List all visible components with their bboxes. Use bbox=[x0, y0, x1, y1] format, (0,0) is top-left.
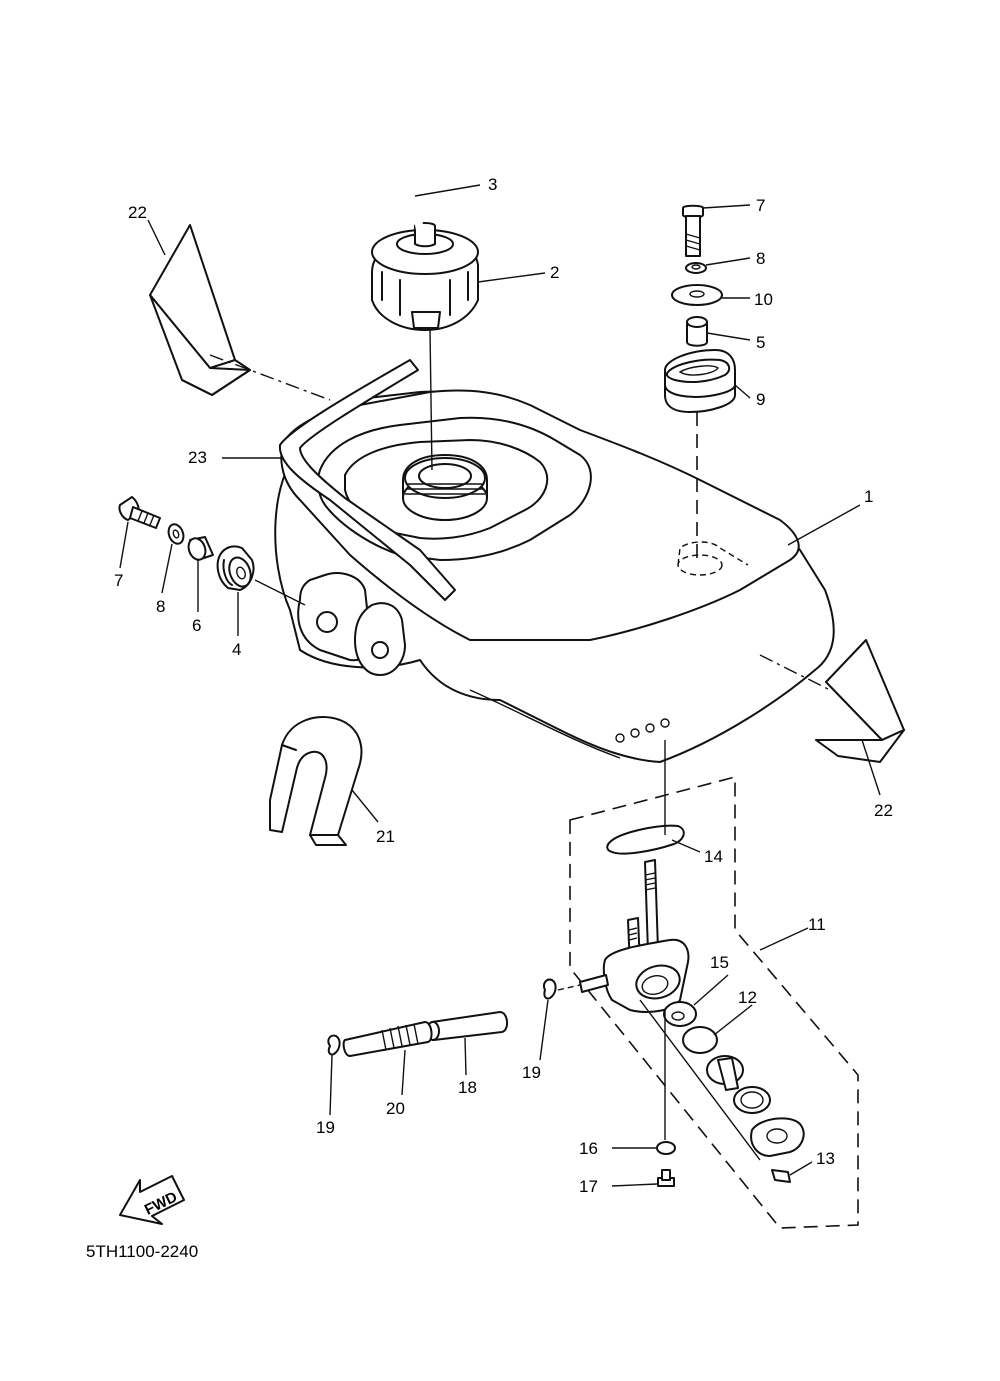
fuel-tank bbox=[274, 389, 835, 763]
callout-labels: 1 2 3 4 5 6 7 7 8 8 9 10 11 12 13 14 15 … bbox=[114, 175, 893, 1196]
callout-3: 3 bbox=[488, 175, 497, 194]
breather-hose bbox=[277, 161, 424, 294]
callout-7-left: 7 bbox=[114, 571, 123, 590]
callout-1: 1 bbox=[864, 487, 873, 506]
callout-21: 21 bbox=[376, 827, 395, 846]
leader-lines bbox=[119, 184, 881, 1187]
callout-8-left: 8 bbox=[156, 597, 165, 616]
callout-23: 23 bbox=[188, 448, 207, 467]
callout-20: 20 bbox=[386, 1099, 405, 1118]
callout-17: 17 bbox=[579, 1177, 598, 1196]
callout-22-right: 22 bbox=[874, 801, 893, 820]
callout-4: 4 bbox=[232, 640, 241, 659]
fwd-arrow: FWD bbox=[119, 1175, 185, 1225]
front-mount-stack bbox=[118, 496, 306, 606]
callout-13: 13 bbox=[816, 1149, 835, 1168]
rear-mount-stack bbox=[664, 204, 736, 560]
side-pad-left bbox=[149, 224, 251, 396]
callout-18: 18 bbox=[458, 1078, 477, 1097]
callout-2: 2 bbox=[550, 263, 559, 282]
callout-16: 16 bbox=[579, 1139, 598, 1158]
fuel-cock-assembly bbox=[569, 740, 859, 1229]
tank-band-guard bbox=[278, 359, 456, 601]
callout-5: 5 bbox=[756, 333, 765, 352]
side-pad-right bbox=[815, 639, 905, 763]
drawing-code: 5TH1100-2240 bbox=[86, 1242, 198, 1261]
callout-10: 10 bbox=[754, 290, 773, 309]
filler-cap bbox=[371, 222, 479, 331]
callout-6: 6 bbox=[192, 616, 201, 635]
callout-19-right: 19 bbox=[522, 1063, 541, 1082]
u-cushion bbox=[269, 716, 363, 846]
callout-8-right: 8 bbox=[756, 249, 765, 268]
callout-14: 14 bbox=[704, 847, 723, 866]
callout-7-right: 7 bbox=[756, 196, 765, 215]
fuel-hose-parts bbox=[327, 978, 581, 1057]
callout-22-left: 22 bbox=[128, 203, 147, 222]
callout-9: 9 bbox=[756, 390, 765, 409]
callout-12: 12 bbox=[738, 988, 757, 1007]
callout-15: 15 bbox=[710, 953, 729, 972]
callout-19-left: 19 bbox=[316, 1118, 335, 1137]
callout-11: 11 bbox=[808, 915, 826, 934]
